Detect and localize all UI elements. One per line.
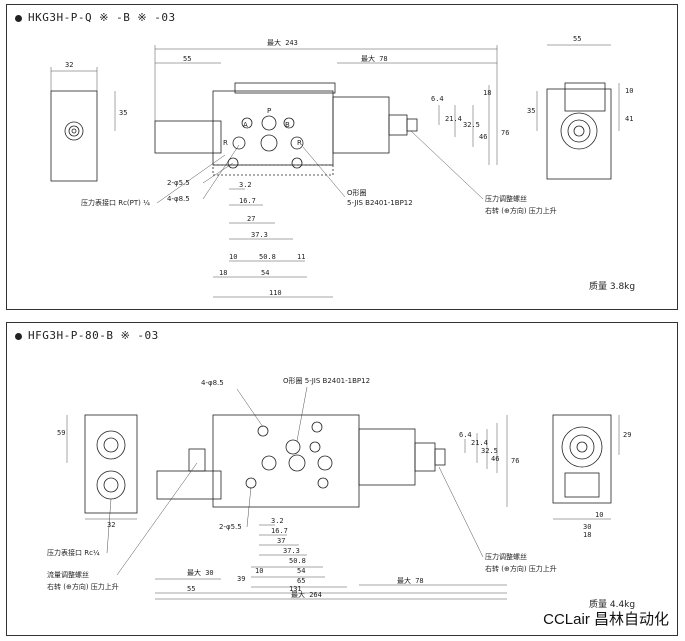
panel-title: HKG3H-P-Q ※ -B ※ -03 bbox=[15, 11, 176, 24]
panel-title-text: HKG3H-P-Q ※ -B ※ -03 bbox=[28, 11, 176, 24]
dim-59: 59 bbox=[57, 429, 65, 437]
hole-2-label: 2-φ5.5 bbox=[167, 179, 190, 187]
dim-35: 35 bbox=[527, 107, 535, 115]
dim-37-3: 37.3 bbox=[283, 547, 300, 555]
right-dimension-lines bbox=[438, 85, 490, 165]
right-end-view bbox=[552, 414, 620, 520]
dim-29: 29 bbox=[623, 431, 631, 439]
drawing-panel-hkg3h: HKG3H-P-Q ※ -B ※ -03 32 35 P A B R bbox=[6, 4, 678, 310]
top-dimension-lines bbox=[154, 45, 498, 165]
dim-18: 18 bbox=[483, 89, 491, 97]
oring-spec-label: 5-JIS B2401-1BP12 bbox=[347, 199, 413, 207]
dim-55: 55 bbox=[183, 55, 191, 63]
right-dimension-lines bbox=[464, 415, 508, 507]
port-r-label: R bbox=[297, 139, 302, 147]
dim-10: 10 bbox=[595, 511, 603, 519]
dim-18: 18 bbox=[219, 269, 227, 277]
dim-max-264: 最大 264 bbox=[291, 590, 322, 599]
dim-21-4: 21.4 bbox=[445, 115, 462, 123]
leader-lines bbox=[106, 386, 484, 576]
adjust-screw-label: 压力调整螺丝 bbox=[485, 194, 527, 203]
dim-10: 10 bbox=[625, 87, 633, 95]
dim-16-7: 16.7 bbox=[271, 527, 288, 535]
adjust-direction-label: 右转 (⊕方向) 压力上升 bbox=[485, 206, 557, 215]
dim-76: 76 bbox=[511, 457, 519, 465]
dim-46: 46 bbox=[479, 133, 487, 141]
adjust-screw-label: 压力调整螺丝 bbox=[485, 552, 527, 561]
right-end-view bbox=[536, 44, 620, 180]
hole-2-label: 2-φ5.5 bbox=[219, 523, 242, 531]
dim-21-4: 21.4 bbox=[471, 439, 488, 447]
dim-32: 32 bbox=[107, 521, 115, 529]
panel-title: HFG3H-P-80-B ※ -03 bbox=[15, 329, 159, 342]
left-end-view bbox=[50, 67, 116, 182]
port-r-label: R bbox=[223, 139, 228, 147]
dim-131: 131 bbox=[289, 585, 302, 593]
dim-11: 11 bbox=[297, 253, 305, 261]
bullet-icon bbox=[15, 332, 22, 340]
dim-55: 55 bbox=[573, 35, 581, 43]
gauge-port-label: 压力表接口 Rc¼ bbox=[47, 548, 100, 557]
dim-max-30: 最大 30 bbox=[187, 568, 214, 577]
dim-30: 30 bbox=[583, 523, 591, 531]
port-a-label: A bbox=[243, 121, 248, 129]
oring-label: O形圈 bbox=[347, 189, 367, 197]
flow-direction-label: 右转 (⊕方向) 压力上升 bbox=[47, 582, 119, 591]
dim-27: 27 bbox=[247, 215, 255, 223]
dim-37: 37 bbox=[277, 537, 285, 545]
mass-label: 质量 4.4kg bbox=[589, 600, 636, 610]
dim-32-5: 32.5 bbox=[463, 121, 480, 129]
dim-46: 46 bbox=[491, 455, 499, 463]
dim-3-2: 3.2 bbox=[239, 181, 252, 189]
left-end-view bbox=[66, 414, 138, 520]
dim-35: 35 bbox=[119, 109, 127, 117]
side-view-drawing: 59 32 4-φ8.5 O形圈 5-JIS B2401-1BP12 2-φ5.… bbox=[47, 377, 631, 600]
panel-title-text: HFG3H-P-80-B ※ -03 bbox=[28, 329, 159, 342]
dim-10: 10 bbox=[255, 567, 263, 575]
dim-39: 39 bbox=[237, 575, 245, 583]
dim-54: 54 bbox=[261, 269, 269, 277]
dim-50-8: 50.8 bbox=[289, 557, 306, 565]
dim-76: 76 bbox=[501, 129, 509, 137]
bottom-dimension-lines bbox=[155, 524, 507, 600]
dim-max-78: 最大 78 bbox=[361, 54, 388, 63]
valve-body bbox=[156, 414, 446, 508]
dim-10: 10 bbox=[229, 253, 237, 261]
dim-32-5: 32.5 bbox=[481, 447, 498, 455]
dim-6-4: 6.4 bbox=[459, 431, 472, 439]
drawing-panel-hfg3h: HFG3H-P-80-B ※ -03 59 32 4-φ8.5 O形圈 5-JI… bbox=[6, 322, 678, 636]
dim-37-3: 37.3 bbox=[251, 231, 268, 239]
dim-65: 65 bbox=[297, 577, 305, 585]
dim-max-78: 最大 78 bbox=[397, 576, 424, 585]
bullet-icon bbox=[15, 14, 22, 22]
flow-screw-label: 流量调整螺丝 bbox=[47, 570, 89, 579]
dim-6-4: 6.4 bbox=[431, 95, 444, 103]
dim-50-8: 50.8 bbox=[259, 253, 276, 261]
leader-lines bbox=[156, 130, 484, 204]
dim-16-7: 16.7 bbox=[239, 197, 256, 205]
dim-54: 54 bbox=[297, 567, 305, 575]
dim-18: 18 bbox=[583, 531, 591, 539]
hole-4-label: 4-φ8.5 bbox=[201, 379, 224, 387]
port-p-label: P bbox=[267, 107, 271, 115]
dim-110: 110 bbox=[269, 289, 282, 297]
dim-55: 55 bbox=[187, 585, 195, 593]
dim-32: 32 bbox=[65, 61, 73, 69]
dim-41: 41 bbox=[625, 115, 633, 123]
dim-max-243: 最大 243 bbox=[267, 38, 298, 47]
mass-label: 质量 3.8kg bbox=[589, 282, 636, 292]
adjust-direction-label: 右转 (⊕方向) 压力上升 bbox=[485, 564, 557, 573]
valve-body bbox=[154, 82, 418, 176]
bottom-dimension-lines bbox=[213, 188, 333, 298]
side-view-drawing: 32 35 P A B R R 最大 243 55 最 bbox=[50, 35, 633, 298]
dim-3-2: 3.2 bbox=[271, 517, 284, 525]
brand-label: CCLair 昌林自动化 bbox=[543, 611, 669, 628]
oring-label: O形圈 5-JIS B2401-1BP12 bbox=[283, 377, 370, 385]
gauge-port-label: 压力表接口 Rc(PT) ¼ bbox=[81, 198, 150, 207]
port-b-label: B bbox=[285, 121, 290, 129]
hole-4-label: 4-φ8.5 bbox=[167, 195, 190, 203]
